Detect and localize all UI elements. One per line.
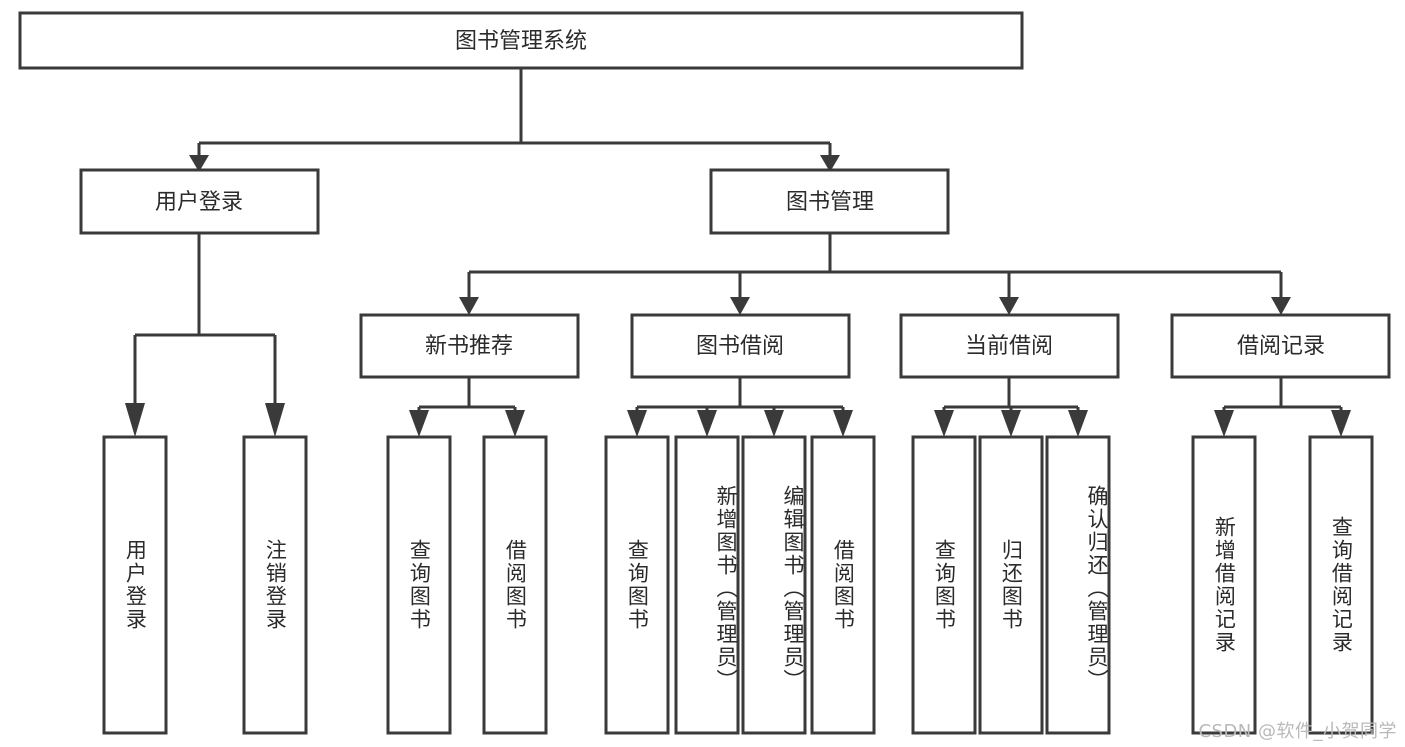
arrow-head-icon (1001, 410, 1021, 437)
node-user-login-label: 用户登录 (155, 190, 243, 215)
node-borrow-record-label: 借阅记录 (1237, 334, 1325, 359)
arrow-head-icon (730, 297, 750, 315)
leaf-box (978, 435, 1044, 735)
node-new-book-recommend[interactable]: 新书推荐 (359, 313, 580, 379)
leaf-boxes-new-book-recommend[interactable] (386, 435, 548, 735)
leaf-box (102, 435, 168, 735)
leaf-box (1308, 435, 1374, 735)
arrow-head-icon (189, 155, 209, 172)
node-book-borrow-label: 图书借阅 (696, 334, 784, 359)
arrow-head-icon (1068, 410, 1088, 437)
leaf-box (911, 435, 977, 735)
connectors-bookborrow-to-leaves (627, 377, 853, 437)
arrow-head-icon (820, 155, 840, 172)
arrow-head-icon (627, 410, 647, 437)
node-book-borrow[interactable]: 图书借阅 (630, 313, 851, 379)
node-root[interactable]: 图书管理系统 (18, 11, 1024, 70)
node-borrow-record[interactable]: 借阅记录 (1170, 313, 1391, 379)
leaf-box (242, 435, 308, 735)
leaf-boxes-book-borrow[interactable] (604, 435, 876, 735)
arrow-head-icon (764, 410, 784, 437)
leaf-box (674, 435, 740, 735)
connectors-bookmgmt-to-level2 (459, 233, 1291, 315)
connectors-borrowrecord-to-leaves (1214, 377, 1351, 437)
arrow-head-icon (1271, 297, 1291, 315)
node-book-management[interactable]: 图书管理 (709, 168, 950, 235)
leaf-box (604, 435, 670, 735)
leaf-box (386, 435, 452, 735)
arrow-head-icon (999, 297, 1019, 315)
node-user-login[interactable]: 用户登录 (79, 168, 320, 235)
arrow-head-icon (459, 297, 479, 315)
arrow-head-icon (1214, 410, 1234, 437)
csdn-watermark: CSDN @软件_小贺同学 (1198, 721, 1397, 742)
node-root-label: 图书管理系统 (455, 29, 587, 54)
leaf-box (1191, 435, 1257, 735)
node-book-management-label: 图书管理 (786, 190, 874, 215)
leaf-box (1045, 435, 1111, 735)
leaf-box (810, 435, 876, 735)
arrow-head-icon (934, 410, 954, 437)
arrow-head-icon (833, 410, 853, 437)
leaf-boxes-current-borrow[interactable] (911, 435, 1111, 735)
arrow-head-icon (125, 403, 145, 437)
node-new-book-recommend-label: 新书推荐 (425, 334, 513, 359)
connectors-userlogin-to-leaves (125, 233, 285, 437)
leaf-boxes-user-login[interactable] (102, 435, 308, 735)
node-current-borrow-label: 当前借阅 (965, 334, 1053, 359)
arrow-head-icon (1331, 410, 1351, 437)
leaf-box (482, 435, 548, 735)
connectors-root-to-level1 (189, 68, 840, 172)
node-current-borrow[interactable]: 当前借阅 (899, 313, 1120, 379)
connectors-currentborrow-to-leaves (934, 377, 1088, 437)
connectors-newbook-to-leaves (409, 377, 525, 437)
arrow-head-icon (505, 410, 525, 437)
arrow-head-icon (409, 410, 429, 437)
arrow-head-icon (697, 410, 717, 437)
leaf-box (741, 435, 807, 735)
arrow-head-icon (265, 403, 285, 437)
leaf-boxes-borrow-record[interactable] (1191, 435, 1374, 735)
